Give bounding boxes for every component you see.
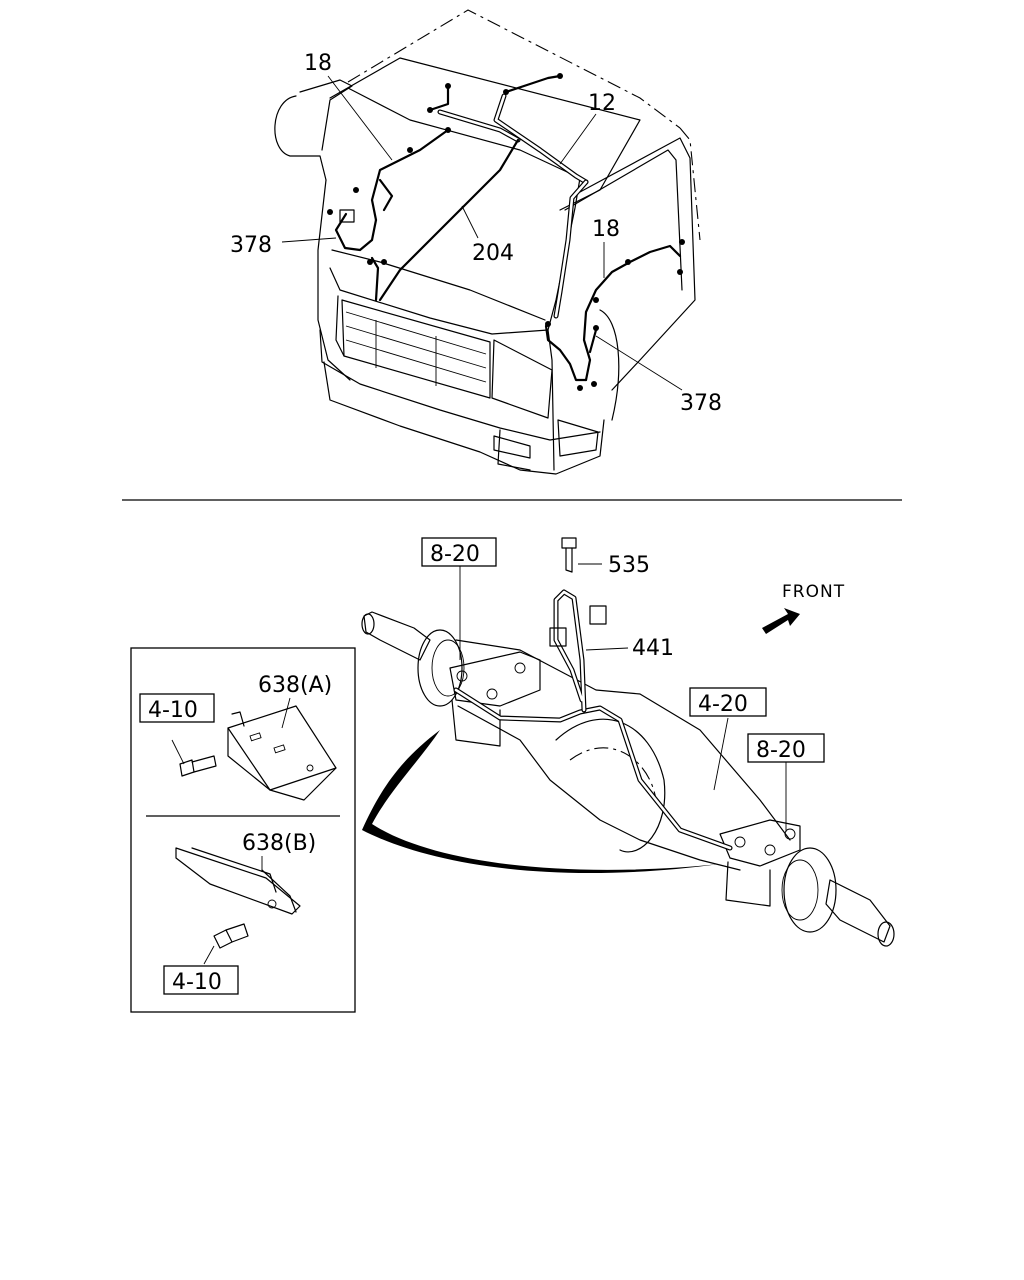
ref-box-4-20 (689, 687, 767, 717)
ref-box-4-10-a (139, 693, 215, 723)
callout-378-left: 378 (230, 233, 272, 258)
callout-638b: 638(B) (242, 831, 316, 856)
rear-axle (361, 611, 895, 947)
harness-18-right (544, 239, 685, 391)
ref-box-8-20-right (747, 733, 825, 763)
harness-204 (378, 83, 521, 302)
harness-441 (453, 589, 733, 851)
ref-box-8-20-left (421, 537, 497, 567)
callout-12: 12 (588, 91, 616, 116)
front-label: FRONT (782, 582, 845, 602)
callout-535: 535 (608, 553, 650, 578)
truck-cab (274, 9, 701, 475)
callout-18-top: 18 (304, 51, 332, 76)
grille (341, 299, 491, 399)
bracket-638b (175, 847, 301, 915)
top-leaders (281, 75, 683, 391)
ref-4-20-axle: 4-20 (698, 692, 748, 717)
harness-12 (493, 73, 589, 319)
front-arrow (762, 608, 800, 634)
bolt-4-10-a (171, 739, 217, 777)
bolt-535 (561, 537, 577, 573)
detail-indicator-sweep (362, 730, 720, 874)
bolt-4-10-b (203, 923, 249, 965)
callout-18-right: 18 (592, 217, 620, 242)
ref-8-20-right: 8-20 (756, 738, 806, 763)
callout-378-right: 378 (680, 391, 722, 416)
callout-638a: 638(A) (258, 673, 332, 698)
ref-4-10-a: 4-10 (148, 698, 198, 723)
ref-box-4-10-b (163, 965, 239, 995)
callout-204: 204 (472, 241, 514, 266)
ref-4-10-b: 4-10 (172, 970, 222, 995)
ref-8-20-left: 8-20 (430, 542, 480, 567)
callout-441: 441 (632, 636, 674, 661)
bottom-leaders (459, 563, 787, 832)
harness-18-left (327, 127, 451, 302)
bracket-638a (227, 705, 337, 801)
